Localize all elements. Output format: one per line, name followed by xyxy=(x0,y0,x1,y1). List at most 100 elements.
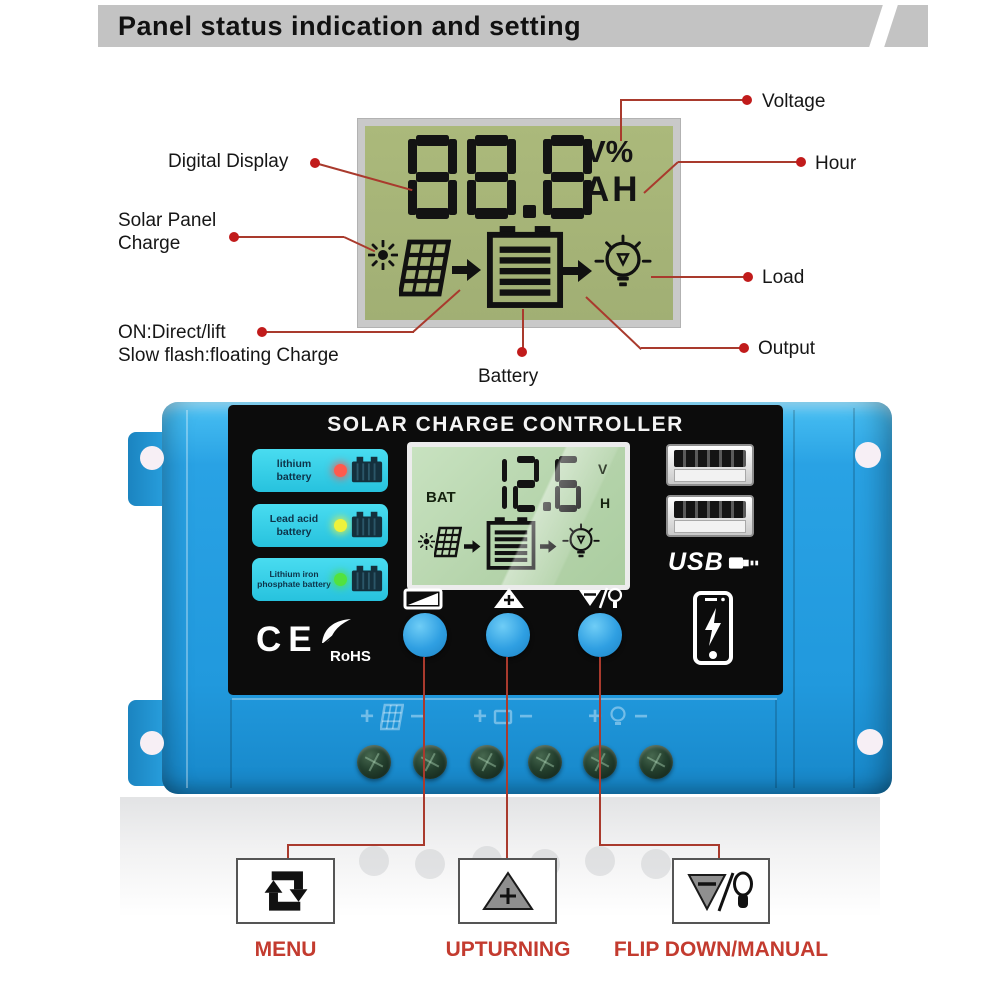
lcd-digits xyxy=(403,135,597,219)
unit-volt-percent: V% xyxy=(585,134,634,169)
usb-opening xyxy=(674,501,746,518)
label-on-direct: ON:Direct/lift Slow flash:floating Charg… xyxy=(118,322,339,366)
label-load: Load xyxy=(762,267,805,288)
triangle-down-minus-bulb-icon xyxy=(687,871,753,912)
arrow-right-icon xyxy=(540,540,557,553)
triangle-down-bulb-icon xyxy=(579,587,623,609)
label-hour: Hour xyxy=(815,153,857,174)
line-solar-charge xyxy=(234,236,344,238)
indicator-label: lithium battery xyxy=(276,458,312,483)
display-select-icon xyxy=(403,588,443,610)
bulb-outline-icon xyxy=(610,706,626,725)
usb-plug-icon xyxy=(728,556,758,569)
usb-port-1 xyxy=(666,444,754,486)
solar-panel-icon xyxy=(380,703,405,731)
mounting-hole xyxy=(140,731,164,755)
sun-icon xyxy=(418,533,435,550)
case-seam xyxy=(853,408,855,788)
legend-line-3 xyxy=(718,844,720,859)
led-green xyxy=(334,573,347,586)
case-step-highlight xyxy=(232,698,777,700)
legend-line-3 xyxy=(599,844,720,846)
dot-on-direct xyxy=(257,327,267,337)
leaf-icon xyxy=(322,619,351,645)
controller-lcd-digits xyxy=(478,456,584,512)
label-solar-panel-charge: Solar Panel Charge xyxy=(118,210,217,254)
line-output-h xyxy=(641,347,745,349)
solar-panel-icon xyxy=(399,239,451,297)
terminal-screw xyxy=(357,745,391,779)
label-voltage: Voltage xyxy=(762,91,826,112)
indicator-label: Lithium iron phosphate battery xyxy=(257,568,331,589)
dot-output xyxy=(739,343,749,353)
bat-label: BAT xyxy=(426,489,456,506)
reflection-screw xyxy=(359,846,389,876)
legend-box-upturning xyxy=(458,858,557,924)
battery-icon xyxy=(486,226,564,308)
mounting-hole xyxy=(140,446,164,470)
arrow-right-icon xyxy=(464,540,481,553)
indicator-lithium-iron-phosphate: Lithium iron phosphate battery xyxy=(252,558,388,601)
legend-label-flip-down: FLIP DOWN/MANUAL xyxy=(613,938,829,961)
terminal-sign-solar: + − xyxy=(360,703,425,731)
label-digital-display: Digital Display xyxy=(168,151,289,172)
arrow-right-icon xyxy=(452,259,481,281)
battery-icon xyxy=(486,517,536,570)
page-title: Panel status indication and setting xyxy=(118,11,582,41)
lcd-display-diagram: V% AH xyxy=(358,119,680,327)
sun-icon xyxy=(368,240,398,270)
dot-solar-charge xyxy=(229,232,239,242)
triangle-up-plus-icon xyxy=(494,588,524,608)
indicator-lead-acid-battery: Lead acid battery xyxy=(252,504,388,547)
line-battery xyxy=(522,309,524,352)
usb-label: USB xyxy=(668,548,760,577)
legend-line-1 xyxy=(287,844,289,859)
up-button xyxy=(486,613,530,657)
terminal-sign-battery: + − xyxy=(473,703,534,730)
line-voltage-v xyxy=(620,99,622,141)
unit-amp-hour: AH xyxy=(584,170,641,209)
battery-outline-icon xyxy=(493,709,513,725)
legend-box-menu xyxy=(236,858,335,924)
legend-line-2 xyxy=(506,657,508,859)
controller-lcd: BAT V H xyxy=(407,442,630,590)
case-seam xyxy=(230,700,232,788)
controller-lcd-screen: BAT V H xyxy=(412,447,625,585)
terminal-screw xyxy=(470,745,504,779)
lcd-glare xyxy=(412,447,625,585)
case-seam xyxy=(793,410,795,788)
battery-icon xyxy=(351,511,383,538)
reflection-screw xyxy=(641,849,671,879)
light-bulb-icon xyxy=(562,523,600,558)
led-red xyxy=(334,464,347,477)
rohs-mark: RoHS xyxy=(318,616,371,665)
legend-label-upturning: UPTURNING xyxy=(445,938,571,961)
arrow-right-icon xyxy=(563,260,592,282)
led-yellow xyxy=(334,519,347,532)
usb-opening xyxy=(674,450,746,467)
usb-port-2 xyxy=(666,495,754,537)
dot-battery xyxy=(517,347,527,357)
terminal-screw xyxy=(528,745,562,779)
case-seam xyxy=(186,410,188,788)
mounting-hole xyxy=(857,729,883,755)
reflection-screw xyxy=(585,846,615,876)
battery-icon xyxy=(351,565,383,592)
battery-icon xyxy=(351,456,383,483)
line-hour-h xyxy=(678,161,802,163)
dot-load xyxy=(743,272,753,282)
cycle-arrows-icon xyxy=(264,871,307,911)
solar-panel-icon xyxy=(434,526,462,558)
usb-tongue xyxy=(674,469,746,482)
dot-voltage xyxy=(742,95,752,105)
case-seam xyxy=(775,700,777,788)
dot-hour xyxy=(796,157,806,167)
phone-charging-icon xyxy=(693,591,733,665)
indicator-lithium-battery: lithium battery xyxy=(252,449,388,492)
legend-line-1 xyxy=(287,844,425,846)
device-heading: SOLAR CHARGE CONTROLLER xyxy=(327,413,684,436)
down-button xyxy=(578,613,622,657)
label-battery: Battery xyxy=(478,366,539,387)
volt-unit: V xyxy=(598,461,607,477)
